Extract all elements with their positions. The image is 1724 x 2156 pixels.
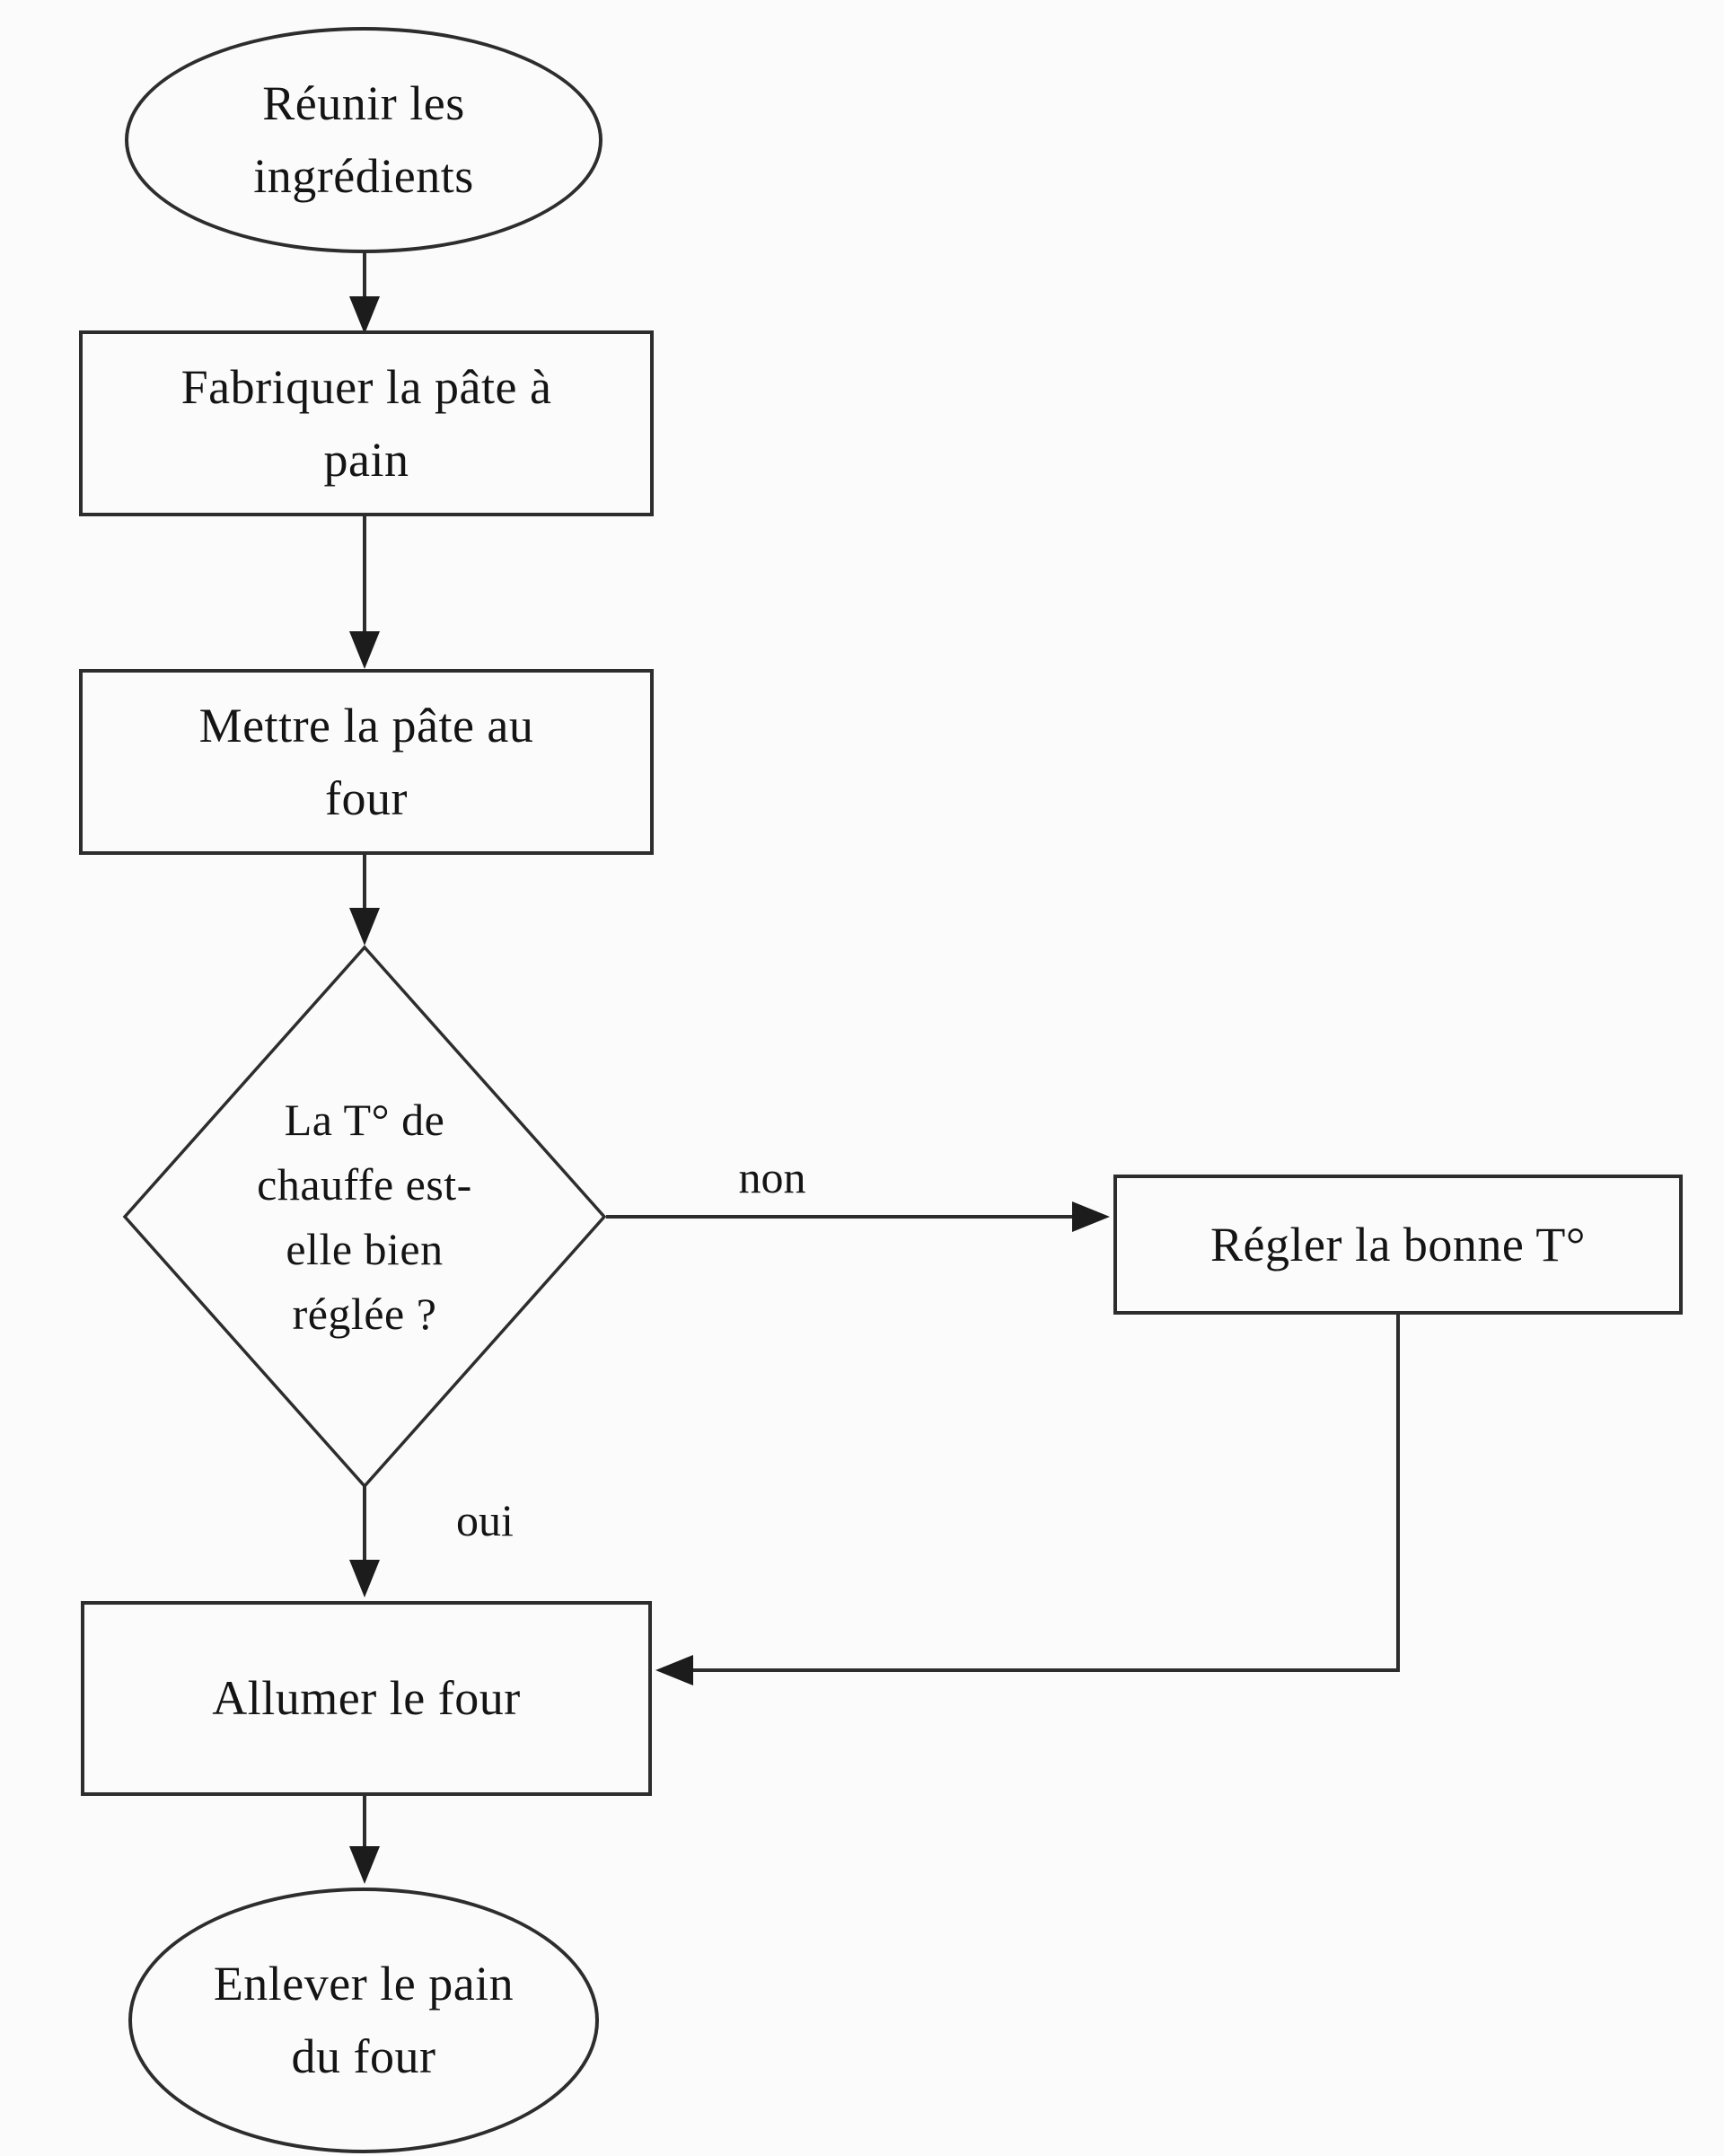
end-terminator: Enlever le pain du four [128,1888,599,2153]
process-dough-in-oven: Mettre la pâte au four [79,669,654,855]
decision-temp-check-label: La T° de chauffe est- elle bien réglée ? [257,1095,472,1339]
arrowhead-down-icon [349,1846,380,1884]
process-light-oven: Allumer le four [81,1601,652,1796]
arrow-set-temp-to-light-oven [693,1315,1400,1672]
edge-label-non: non [738,1152,806,1202]
arrowhead-left-icon [655,1655,693,1685]
start-terminator-label: Réunir les ingrédients [253,76,474,203]
arrowhead-down-icon [349,296,380,334]
process-set-temp: Régler la bonne T° [1113,1175,1683,1315]
arrowhead-down-icon [349,908,380,946]
process-make-dough: Fabriquer la pâte à pain [79,330,654,516]
process-make-dough-label: Fabriquer la pâte à pain [180,359,552,487]
process-set-temp-label: Régler la bonne T° [1210,1217,1586,1272]
arrowhead-down-icon [349,631,380,669]
end-terminator-label: Enlever le pain du four [213,1957,515,2083]
edge-label-oui: oui [456,1495,514,1545]
process-light-oven-label: Allumer le four [212,1671,521,1725]
process-dough-in-oven-label: Mettre la pâte au four [198,698,534,825]
arrowhead-right-icon [1072,1201,1110,1232]
arrowhead-down-icon [349,1560,380,1597]
decision-temp-check: La T° de chauffe est- elle bien réglée ? [176,992,553,1441]
start-terminator: Réunir les ingrédients [125,27,603,253]
